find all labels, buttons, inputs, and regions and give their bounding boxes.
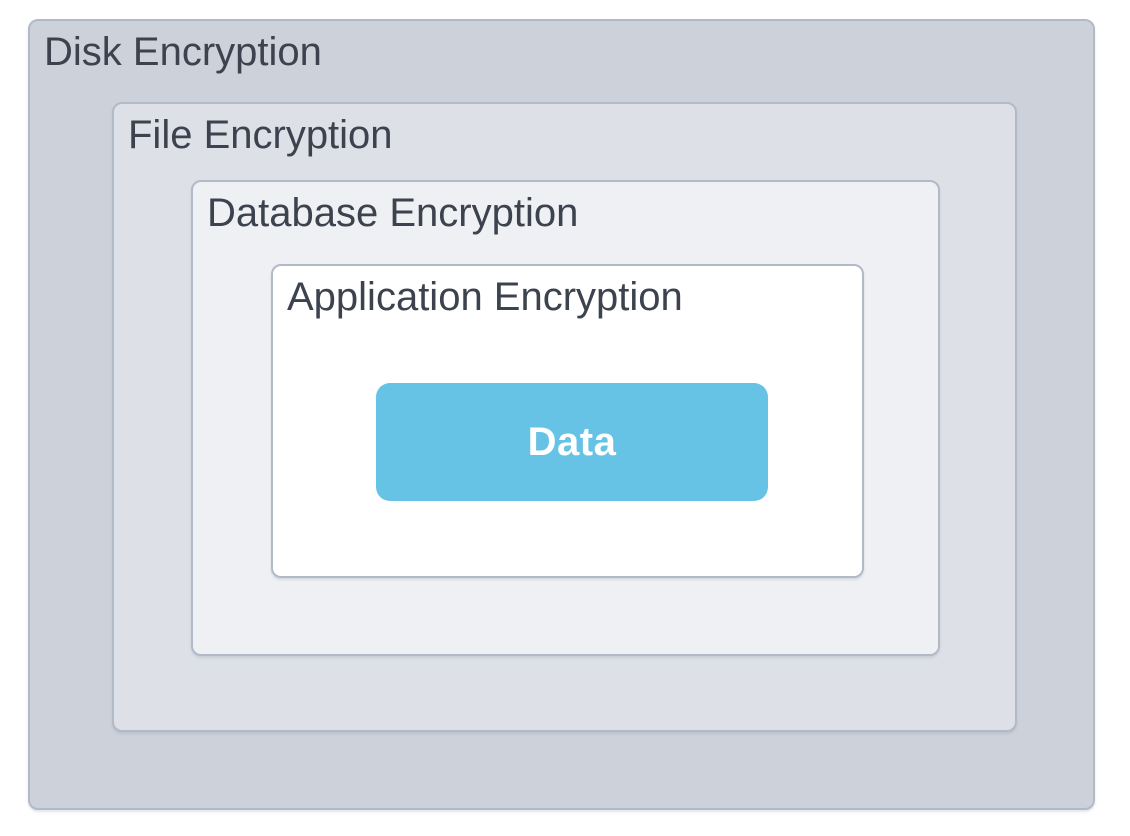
data-box: Data: [376, 383, 768, 501]
data-label: Data: [527, 419, 617, 464]
disk-encryption-label: Disk Encryption: [44, 30, 322, 74]
layer-database-encryption: Database Encryption Application Encrypti…: [191, 180, 940, 656]
application-encryption-label: Application Encryption: [287, 275, 683, 319]
file-encryption-label: File Encryption: [128, 113, 393, 157]
database-encryption-label: Database Encryption: [207, 191, 579, 235]
layer-file-encryption: File Encryption Database Encryption Appl…: [112, 102, 1017, 732]
layer-disk-encryption: Disk Encryption File Encryption Database…: [28, 19, 1095, 810]
layer-application-encryption: Application Encryption Data: [271, 264, 864, 578]
